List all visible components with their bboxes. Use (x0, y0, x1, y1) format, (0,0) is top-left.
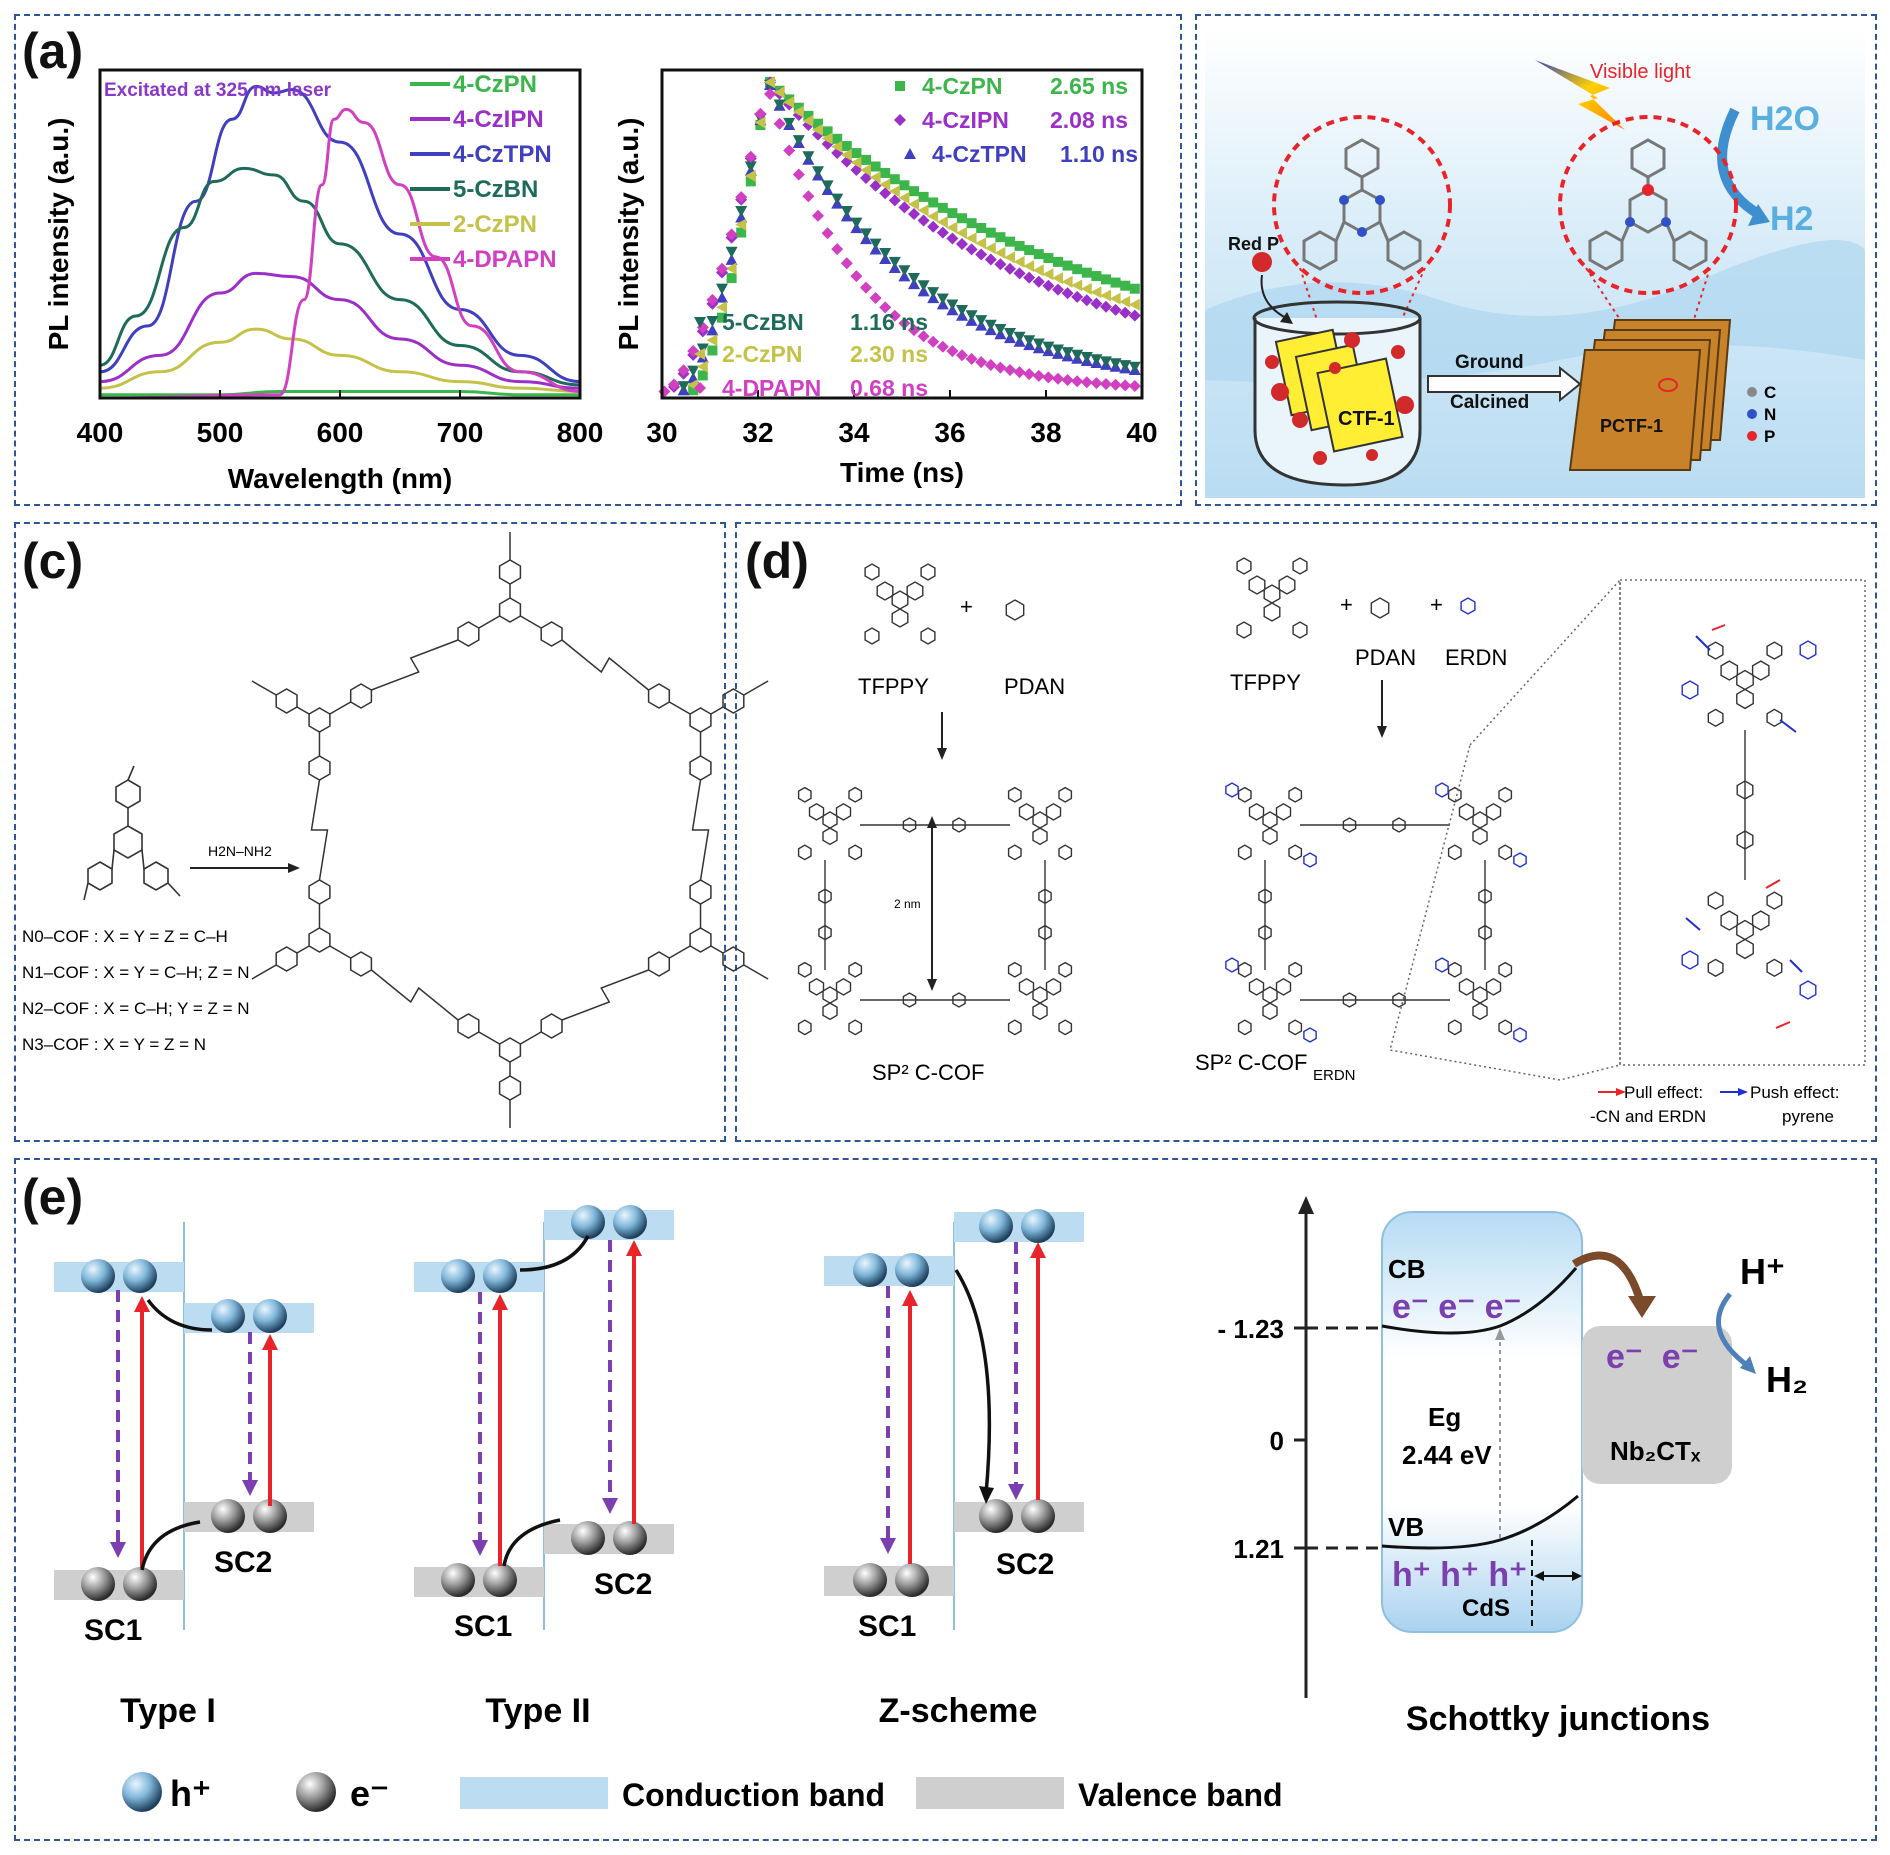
panel-c (14, 522, 726, 1142)
panel-e-label: (e) (22, 1169, 84, 1225)
panel-c-label: (c) (22, 533, 84, 589)
panel-a (14, 14, 1182, 506)
panel-e (14, 1158, 1877, 1841)
panel-d (735, 522, 1877, 1142)
panel-b-label: (b) (1212, 23, 1276, 79)
panel-a-label: (a) (22, 23, 84, 79)
panel-d-label: (d) (745, 533, 809, 589)
panel-b (1195, 14, 1877, 506)
